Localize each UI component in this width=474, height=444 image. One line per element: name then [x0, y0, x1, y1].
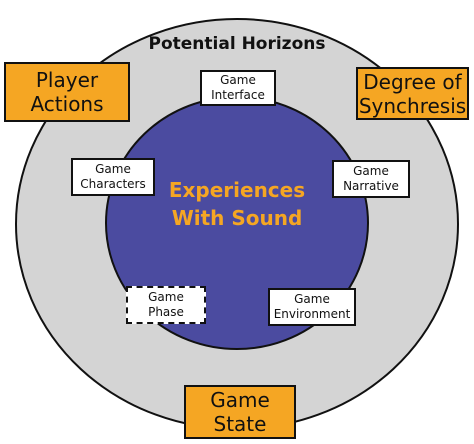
game-phase-box: Game Phase — [126, 286, 206, 324]
game-interface-box: Game Interface — [200, 70, 276, 106]
degree-of-synchresis-box: Degree of Synchresis — [356, 67, 469, 120]
center-label: Experiences With Sound — [168, 178, 306, 230]
game-characters-box: Game Characters — [71, 158, 155, 196]
game-state-box: Game State — [184, 385, 296, 439]
game-narrative-box: Game Narrative — [332, 160, 410, 198]
outer-ring-label: Potential Horizons — [148, 34, 326, 54]
game-environment-box: Game Environment — [268, 288, 356, 326]
player-actions-box: Player Actions — [4, 62, 130, 122]
